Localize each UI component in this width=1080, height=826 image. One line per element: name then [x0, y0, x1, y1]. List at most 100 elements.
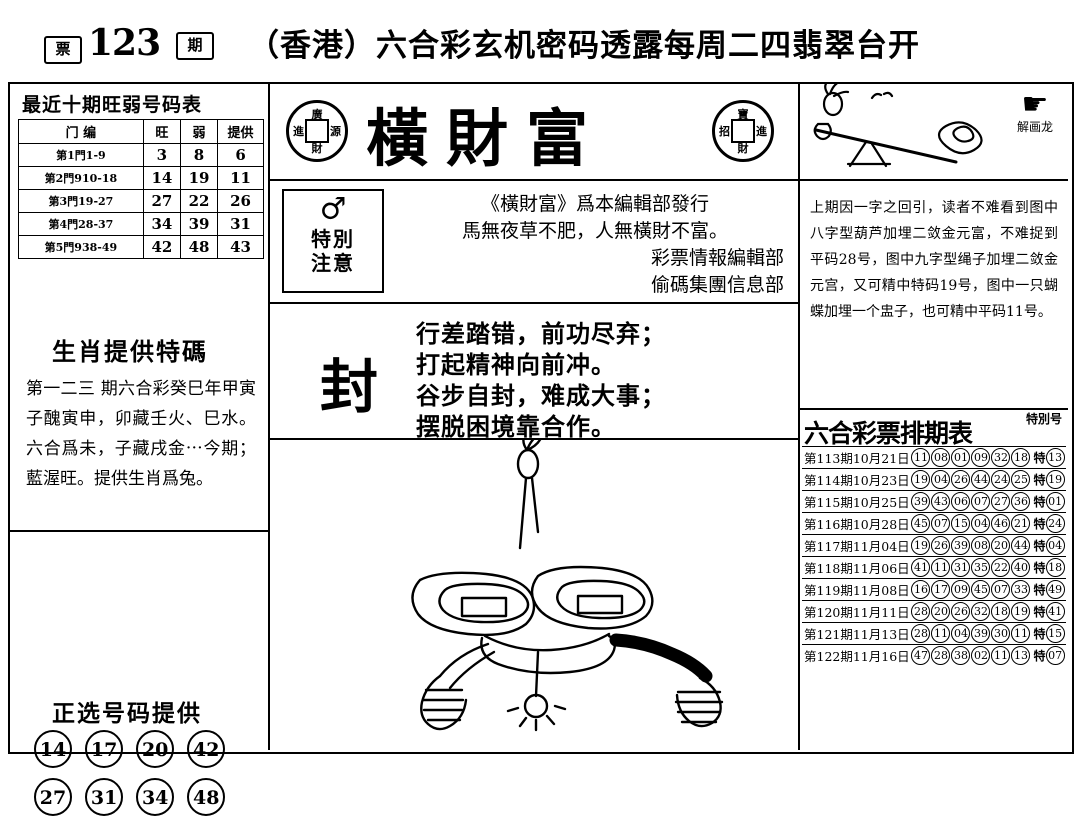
row-supply: 26	[217, 189, 264, 213]
row-hot: 34	[142, 212, 181, 236]
pointing-hand-icon: ☛	[1021, 87, 1049, 122]
draw-ball: 26	[931, 536, 951, 555]
row-cold: 22	[179, 189, 219, 213]
draw-ball: 19	[911, 470, 931, 489]
zodiac-paragraph: 第一二三 期六合彩癸巳年甲寅子醜寅申，卯藏壬火、巳水。六合爲未，子藏戌金⋯今期；…	[26, 379, 256, 489]
draw-ball: 11	[991, 646, 1011, 665]
draw-date: 第121期11月13日	[802, 622, 912, 645]
draw-ball: 39	[911, 492, 931, 511]
scale-illustration	[813, 84, 983, 168]
special-ball: 04	[1045, 534, 1066, 557]
draw-ball: 08	[971, 536, 991, 555]
draw-ball: 28	[911, 602, 931, 621]
draw-ball: 45	[911, 514, 931, 533]
row-label: 第1門1-9	[18, 143, 144, 167]
row-cold: 39	[179, 212, 219, 236]
special-ball: 01	[1045, 490, 1066, 513]
pick-ball: 31	[85, 778, 124, 816]
attention-box: ♂ 特別 注意	[282, 189, 384, 293]
draw-ball: 07	[971, 492, 991, 511]
special-label: 特	[1033, 600, 1046, 623]
special-label: 特	[1033, 622, 1046, 645]
special-ball: 41	[1045, 600, 1066, 623]
draw-ball: 16	[911, 580, 931, 599]
row-label: 第2門910-18	[18, 166, 144, 190]
seal-left-center	[305, 119, 329, 143]
pick-ball: 42	[187, 730, 226, 768]
poem-line-2: 打起精神向前冲。	[416, 350, 616, 379]
page-title: （香港）六合彩玄机密码透露每周二四翡翠台开	[248, 28, 920, 64]
draw-ball: 04	[951, 624, 971, 643]
row-supply: 6	[217, 143, 264, 167]
draw-ball: 01	[951, 448, 971, 467]
draw-ball: 44	[971, 470, 991, 489]
notice-band: ♂ 特別 注意 《橫財富》爲本編輯部發行 馬無夜草不肥，人無橫財不富。 彩票情報…	[270, 181, 798, 304]
pick-ball: 17	[85, 730, 124, 768]
draw-ball: 40	[1011, 558, 1031, 577]
poem-line-4: 摆脱困境靠合作。	[416, 412, 616, 441]
draw-ball: 11	[1011, 624, 1031, 643]
row-cold: 8	[179, 143, 219, 167]
special-ball: 49	[1045, 578, 1066, 601]
picks-ball-list: 14 17 20 42 27 31 34 48	[34, 730, 250, 826]
attention-line1: 特別	[311, 227, 355, 251]
page-header: 票 123 期 （香港）六合彩玄机密码透露每周二四翡翠台开	[0, 0, 1080, 72]
seal-right-bottom: 財	[737, 142, 749, 155]
draw-date: 第114期10月23日	[802, 468, 912, 491]
special-ball: 15	[1045, 622, 1066, 645]
seal-left-bottom: 財	[311, 142, 323, 155]
row-label: 第4門28-37	[18, 212, 144, 236]
draw-date: 第122期11月16日	[802, 644, 912, 666]
draw-ball: 33	[1011, 580, 1031, 599]
draw-ball: 11	[931, 624, 951, 643]
draw-date: 第117期11月04日	[802, 534, 912, 557]
draw-ball: 24	[991, 470, 1011, 489]
draw-ball: 19	[911, 536, 931, 555]
seal-left: 廣 進 源 財	[286, 100, 348, 162]
pick-ball: 27	[34, 778, 72, 816]
row-label: 第5門938-49	[18, 235, 144, 259]
schedule-special-header-text: 特別号	[1025, 412, 1062, 426]
draw-ball: 11	[931, 558, 951, 577]
draw-ball: 36	[1011, 492, 1031, 511]
draw-ball: 02	[971, 646, 991, 665]
special-ball-number: 24	[1045, 514, 1065, 533]
seal-right-center	[731, 119, 755, 143]
row-supply: 43	[217, 235, 264, 259]
special-label: 特	[1033, 534, 1046, 557]
hot-cold-table-caption: 最近十期旺弱号码表	[22, 94, 203, 116]
commentary-text: 上期因一字之回引，读者不难看到图中八字型葫芦加埋二敛金元富，不难捉到平码28号，…	[810, 200, 1058, 320]
publisher-line-2: 馬無夜草不肥，人無橫財不富。	[461, 220, 728, 242]
poem-seal-character: 封	[320, 353, 379, 421]
draw-ball: 20	[991, 536, 1011, 555]
special-label: 特	[1033, 490, 1046, 513]
right-column: ☛ 解画龙 上期因一字之回引，读者不难看到图中八字型葫芦加埋二敛金元富，不难捉到…	[800, 82, 1070, 750]
draw-ball: 27	[991, 492, 1011, 511]
draw-ball: 18	[991, 602, 1011, 621]
draw-ball: 47	[911, 646, 931, 665]
draw-ball: 13	[1011, 646, 1031, 665]
seal-right-left: 招	[719, 125, 730, 138]
draw-ball: 41	[911, 558, 931, 577]
special-ball-number: 49	[1045, 580, 1065, 599]
publication-title: 橫財富	[366, 102, 607, 175]
poem-text: 行差踏错，前功尽弃； 打起精神向前冲。 谷步自封，难成大事； 摆脱困境靠合作。	[416, 318, 666, 442]
draw-ball: 15	[951, 514, 971, 533]
draw-ball: 28	[931, 646, 951, 665]
hand-label: 解画龙	[1016, 120, 1053, 134]
